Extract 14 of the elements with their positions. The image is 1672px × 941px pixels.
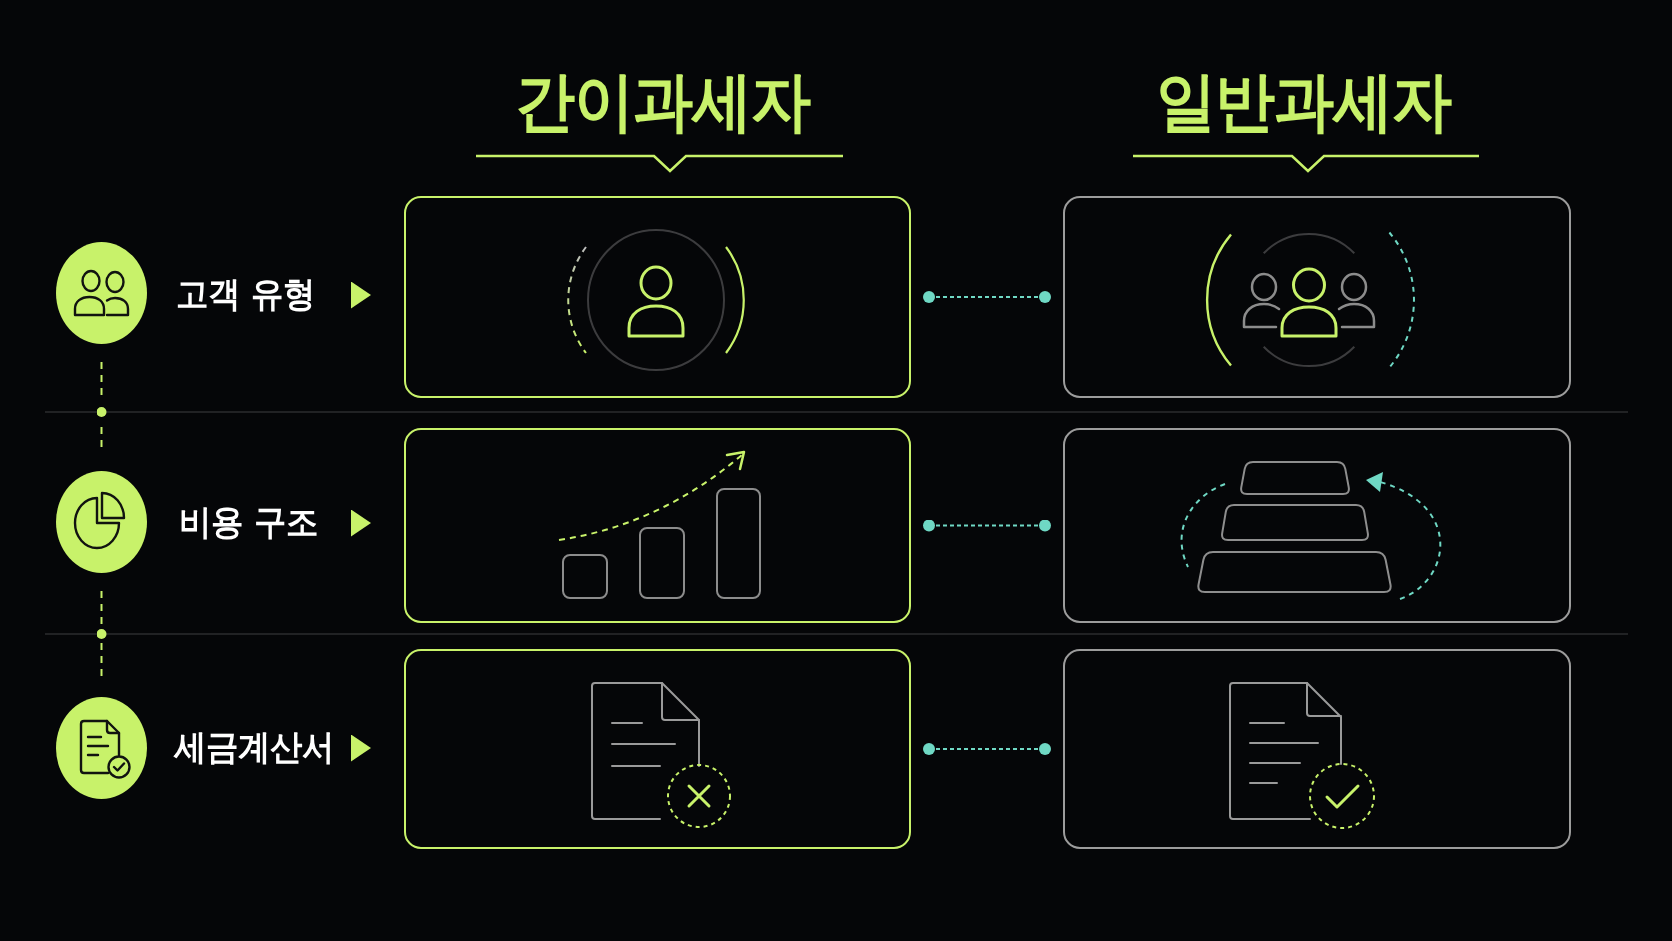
pie-chart-icon	[56, 471, 147, 573]
panel	[404, 428, 911, 623]
document-check-icon	[56, 697, 147, 799]
panel	[404, 196, 911, 398]
panel	[1063, 428, 1571, 623]
panel	[1063, 196, 1571, 398]
column-heading: 일반과세자	[1155, 65, 1451, 137]
row-label: 고객 유형	[176, 275, 316, 315]
column-heading: 간이과세자	[514, 65, 810, 137]
row-label: 비용 구조	[179, 503, 319, 543]
panel	[1063, 649, 1571, 849]
panel	[404, 649, 911, 849]
people-icon	[56, 242, 147, 344]
row-label: 세금계산서	[174, 728, 334, 768]
